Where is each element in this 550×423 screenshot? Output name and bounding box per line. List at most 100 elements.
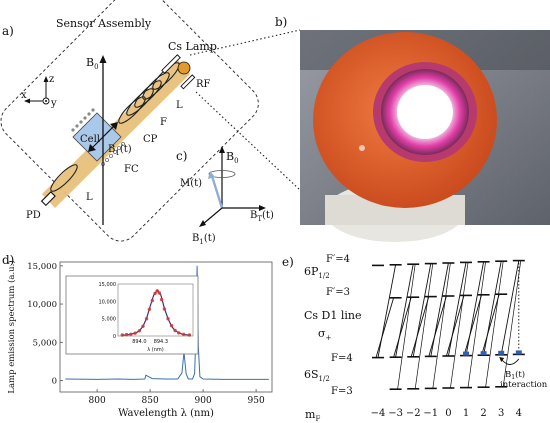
inset-data-point	[162, 307, 167, 311]
coordinate-axes	[24, 76, 50, 105]
transition-f3-to-f4p	[467, 261, 486, 388]
pd-label: PD	[26, 210, 41, 221]
panel-label-e: e)	[282, 255, 294, 269]
label-6p: 6P1/2	[304, 265, 330, 280]
label-fp3: F′=3	[326, 287, 350, 298]
y-tick-label: 0	[52, 377, 57, 387]
inset-data-point	[159, 297, 164, 302]
c-b0-label: B0	[226, 150, 239, 165]
mf-value-label: 1	[463, 408, 469, 419]
mf-value-label: −4	[371, 408, 386, 419]
transition-f3-to-f4p	[485, 261, 504, 388]
mf-value-label: −1	[423, 408, 438, 419]
inset-data-point	[187, 333, 192, 337]
label-f4: F=4	[331, 353, 353, 364]
b1t-arrow	[89, 123, 117, 151]
sensor-assembly-title: Sensor Assembly	[56, 17, 152, 30]
c-b1-label: B1(t)	[192, 233, 216, 246]
transition-f4-to-f4p	[377, 264, 397, 358]
b1t-arrowhead-a	[88, 144, 96, 152]
mf-value-label: 3	[498, 408, 504, 419]
inset-data-point	[173, 328, 177, 333]
panel-b: b)	[275, 15, 550, 242]
transition-f4-to-f3p	[393, 297, 412, 358]
panel-c: c) B0 M(t) BT(t) B1(t)	[176, 146, 274, 246]
precession-orbit	[208, 170, 236, 178]
x-tick-label: 950	[248, 396, 265, 406]
connector-top	[189, 29, 301, 56]
b1-note: B1(t)	[505, 369, 525, 381]
b1t-arrowhead-b	[110, 122, 118, 130]
b0-label: B0	[86, 56, 99, 71]
photodiode	[40, 191, 56, 207]
transition-f4-to-f4p	[483, 261, 502, 356]
lamp-reflection	[359, 145, 365, 151]
c-m-label: M(t)	[180, 178, 202, 189]
axis-y-label: y	[50, 98, 57, 109]
inset-data-point	[144, 317, 149, 321]
cp-label: CP	[143, 134, 158, 145]
cs-lamp-bulb	[177, 61, 191, 75]
panel-a: a) Sensor Assembly B0	[0, 0, 301, 242]
interaction-label: interaction	[500, 380, 548, 390]
mf-value-label: 4	[516, 408, 522, 419]
axis-x-label: x	[21, 90, 27, 101]
transition-f4-to-f3p	[445, 295, 465, 357]
vapor-cell	[72, 112, 122, 162]
panel-e: e) 6P1/2 F′=4 F′=3 Cs D1 line σ+ F=4 6S1…	[282, 254, 548, 423]
inset-data-point	[177, 331, 181, 335]
inset-x-axis-label: λ (nm)	[147, 347, 164, 353]
magnetization-vector	[210, 175, 224, 209]
y-tick-label: 10,000	[27, 300, 57, 310]
y-tick-label: 5,000	[33, 338, 57, 348]
inset-data-point	[120, 333, 125, 337]
transition-f4-to-f3p	[463, 294, 483, 356]
inset-x-tick-label: 894.0	[132, 339, 146, 345]
y-tick-label: 15,000	[27, 262, 57, 272]
inset-y-tick-label: 0	[113, 334, 116, 340]
c-bt-arrowhead	[259, 205, 266, 211]
inset-data-point	[169, 323, 174, 328]
panel-label-d: d)	[2, 253, 14, 267]
b1-interaction-arrowhead	[499, 357, 505, 362]
mf-value-label: 2	[480, 408, 486, 419]
population-marker	[498, 350, 505, 355]
label-f3: F=3	[331, 386, 353, 397]
label-6s: 6S1/2	[304, 368, 330, 383]
c-b1-arrowhead	[199, 220, 206, 227]
inset-y-tick-label: 10,000	[99, 299, 117, 305]
inset-data-point	[133, 331, 137, 335]
cs-lamp-label: Cs Lamp	[168, 40, 217, 53]
lamp-core	[397, 85, 453, 139]
l-bottom-label: L	[86, 192, 93, 203]
coil-windings	[50, 62, 180, 192]
rf-coil	[180, 74, 196, 90]
panel-label-c: c)	[176, 149, 187, 163]
panel-label-b: b)	[275, 15, 287, 29]
inset-x-tick-label: 894.3	[154, 339, 168, 345]
panel-label-a: a)	[2, 24, 14, 38]
mf-value-label: 0	[445, 408, 451, 419]
label-fp4: F′=4	[326, 254, 350, 265]
y-axis-label: Lamp emission spectrum (a.u.)	[6, 260, 17, 393]
mf-value-label: −3	[388, 408, 403, 419]
transition-f3-to-f4p	[432, 262, 451, 389]
transition-f3-to-f4p	[397, 264, 416, 390]
fc-dots-bottom	[101, 141, 126, 166]
b0-arrowhead	[99, 55, 107, 63]
line-title: Cs D1 line	[304, 309, 362, 322]
x-tick-label: 800	[89, 396, 106, 406]
inset-data-point	[147, 307, 152, 311]
transition-f4-to-f3p	[481, 294, 500, 356]
spectrum-series-line	[65, 265, 269, 380]
population-marker	[463, 351, 469, 356]
population-marker	[480, 351, 487, 356]
transition-f4-to-f3p	[375, 297, 395, 358]
transition-f4-to-f4p	[500, 260, 520, 355]
x-tick-label: 900	[195, 396, 212, 406]
cell-label: Cell	[80, 134, 100, 145]
rf-label: RF	[196, 79, 211, 90]
l-top-label: L	[176, 100, 183, 111]
